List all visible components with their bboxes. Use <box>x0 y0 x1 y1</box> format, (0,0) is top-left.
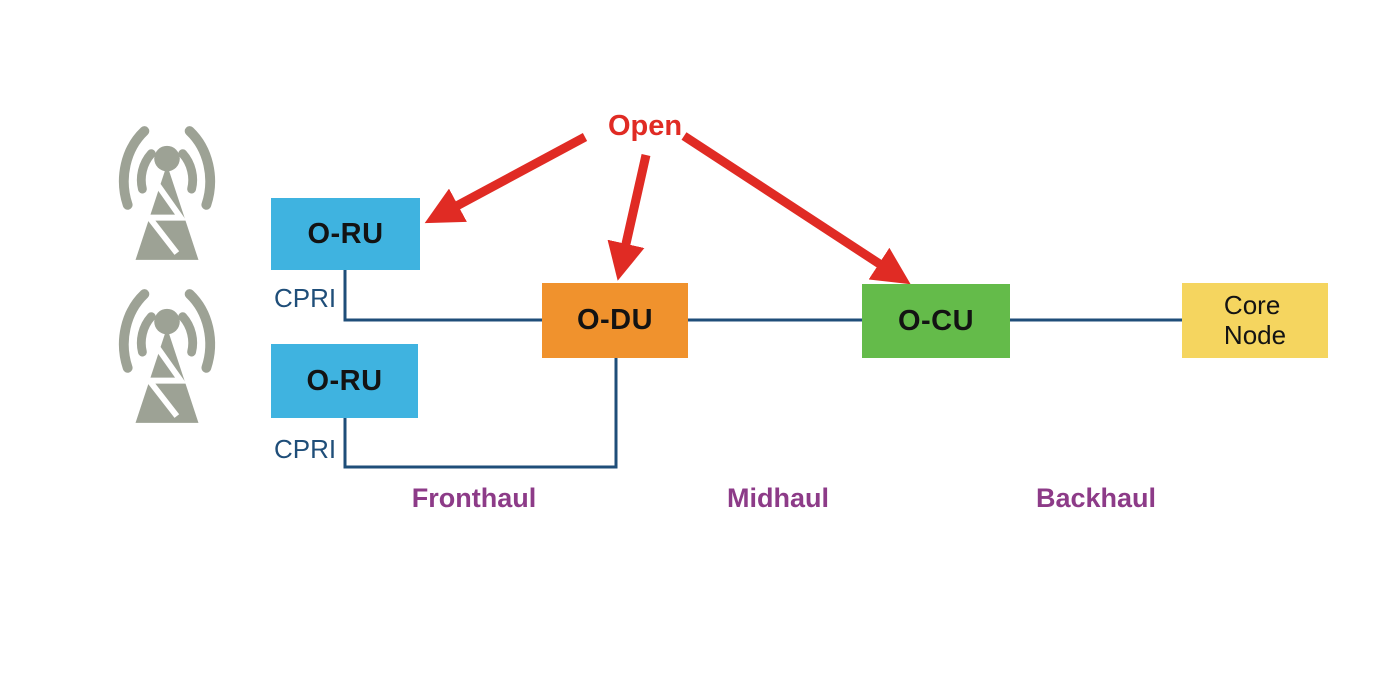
antenna-tower-icon <box>108 283 226 433</box>
node-oru-top: O-RU <box>271 198 420 270</box>
antenna-tower-icon <box>108 120 226 270</box>
open-arrow-to-oru-icon <box>424 133 588 224</box>
cpri-label-bottom: CPRI <box>274 434 337 464</box>
segment-label-fronthaul: Fronthaul <box>411 483 537 513</box>
node-oru-bottom: O-RU <box>271 344 418 418</box>
node-odu-label: O-DU <box>576 304 654 336</box>
node-odu: O-DU <box>542 283 688 358</box>
open-annotation-label: Open <box>607 110 683 142</box>
node-oru-top-label: O-RU <box>307 217 384 250</box>
open-arrow-to-odu-icon <box>607 154 651 281</box>
cpri-label-top: CPRI <box>274 283 337 313</box>
segment-label-midhaul: Midhaul <box>727 483 829 513</box>
link-oru-top-to-odu <box>343 270 542 322</box>
segment-label-backhaul: Backhaul <box>1035 483 1157 513</box>
open-arrow-to-ocu-icon <box>681 132 911 285</box>
node-oru-bottom-label: O-RU <box>306 364 383 397</box>
node-ocu: O-CU <box>862 284 1010 358</box>
node-ocu-label: O-CU <box>897 304 975 337</box>
